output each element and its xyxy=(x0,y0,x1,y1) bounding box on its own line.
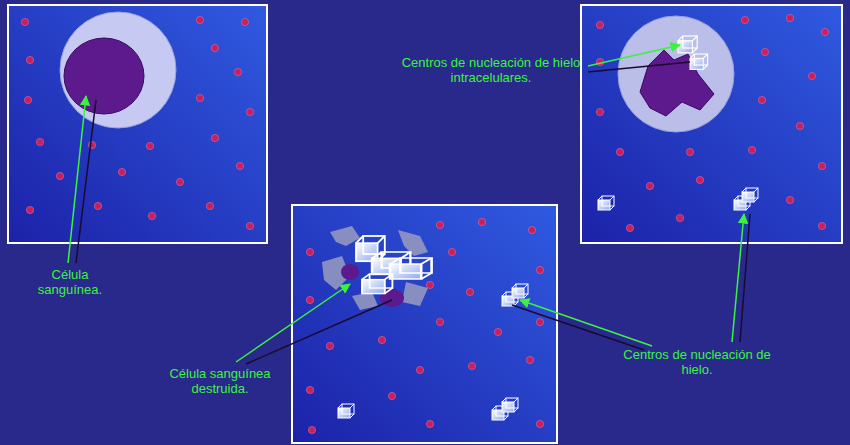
solute-dot xyxy=(94,202,101,209)
solute-dot xyxy=(741,16,748,23)
solute-dot xyxy=(796,122,803,129)
solute-dot xyxy=(211,44,218,51)
leader-line xyxy=(246,300,392,364)
solute-dot xyxy=(536,318,543,325)
solute-dot xyxy=(306,248,313,255)
ice-crystal xyxy=(502,398,518,412)
solute-dot xyxy=(306,296,313,303)
solute-dot xyxy=(696,176,703,183)
solute-dot xyxy=(748,146,755,153)
ice-crystal xyxy=(742,188,758,202)
solute-dot xyxy=(466,288,473,295)
solute-dot xyxy=(211,134,218,141)
solute-dot xyxy=(436,221,443,228)
ice-crystal xyxy=(512,284,528,298)
solute-dot xyxy=(818,222,825,229)
solute-dot xyxy=(378,336,385,343)
solute-dot xyxy=(536,420,543,427)
solute-dot xyxy=(536,266,543,273)
solute-dot xyxy=(786,14,793,21)
callout-label: Centros de nucleación de hielo intracelu… xyxy=(398,55,584,85)
blood-cell xyxy=(618,16,734,132)
solute-dot xyxy=(36,138,43,145)
panel xyxy=(581,5,842,243)
cell-nucleus xyxy=(64,38,144,114)
callout-label: Centros de nucleación de hielo. xyxy=(612,347,782,377)
solute-dot xyxy=(596,108,603,115)
solute-dot xyxy=(808,72,815,79)
leader-line xyxy=(512,305,644,350)
solute-dot xyxy=(236,162,243,169)
callout-label: Célula sanguínea destruida. xyxy=(150,366,290,396)
blood-cell xyxy=(60,12,176,128)
solute-dot xyxy=(306,386,313,393)
solute-dot xyxy=(818,162,825,169)
solute-dot xyxy=(21,18,28,25)
solute-dot xyxy=(416,366,423,373)
solute-dot xyxy=(494,328,501,335)
solute-dot xyxy=(626,224,633,231)
solute-dot xyxy=(241,18,248,25)
cell-fragment xyxy=(402,282,428,306)
solute-dot xyxy=(686,148,693,155)
solute-dot xyxy=(821,28,828,35)
ice-crystal xyxy=(598,196,614,210)
solute-dot xyxy=(326,342,333,349)
solute-dot xyxy=(26,206,33,213)
ice-crystal xyxy=(690,54,708,69)
solute-dot xyxy=(206,202,213,209)
solute-dot xyxy=(148,212,155,219)
solute-dot xyxy=(528,226,535,233)
solute-dot xyxy=(596,21,603,28)
solute-dot xyxy=(468,362,475,369)
solute-dot xyxy=(246,108,253,115)
leader-line xyxy=(76,100,96,263)
solute-dot xyxy=(478,218,485,225)
solute-dot xyxy=(448,248,455,255)
solute-dot xyxy=(388,392,395,399)
solute-dot xyxy=(26,56,33,63)
ice-crystal xyxy=(678,36,697,53)
solute-dot xyxy=(786,196,793,203)
leader-line xyxy=(236,284,350,362)
shrunken-nucleus xyxy=(640,50,714,116)
ice-crystal xyxy=(338,404,354,418)
nucleus-fragment xyxy=(341,264,359,280)
solute-dot xyxy=(526,356,533,363)
solute-dot xyxy=(676,214,683,221)
solute-dot xyxy=(646,182,653,189)
leader-line xyxy=(588,45,680,66)
callout-label: Célula sanguínea. xyxy=(28,267,112,297)
solute-dot xyxy=(56,172,63,179)
solute-dot xyxy=(426,281,433,288)
solute-dot xyxy=(176,178,183,185)
solute-dot xyxy=(146,142,153,149)
solute-dot xyxy=(616,148,623,155)
leader-line xyxy=(520,300,652,346)
solute-dot xyxy=(196,16,203,23)
solute-dot xyxy=(196,94,203,101)
solute-dot xyxy=(436,318,443,325)
solute-dot xyxy=(246,222,253,229)
leader-line xyxy=(68,96,86,263)
solute-dot xyxy=(308,426,315,433)
panel xyxy=(8,5,267,243)
solute-dot xyxy=(118,168,125,175)
solute-dot xyxy=(761,48,768,55)
ice-crystal xyxy=(390,258,432,279)
solute-dot xyxy=(426,420,433,427)
solute-dot xyxy=(758,96,765,103)
ice-crystal xyxy=(362,274,392,294)
solute-dot xyxy=(24,96,31,103)
leader-line xyxy=(740,214,750,342)
leader-line xyxy=(588,62,690,72)
panel xyxy=(292,205,557,443)
solute-dot xyxy=(234,68,241,75)
